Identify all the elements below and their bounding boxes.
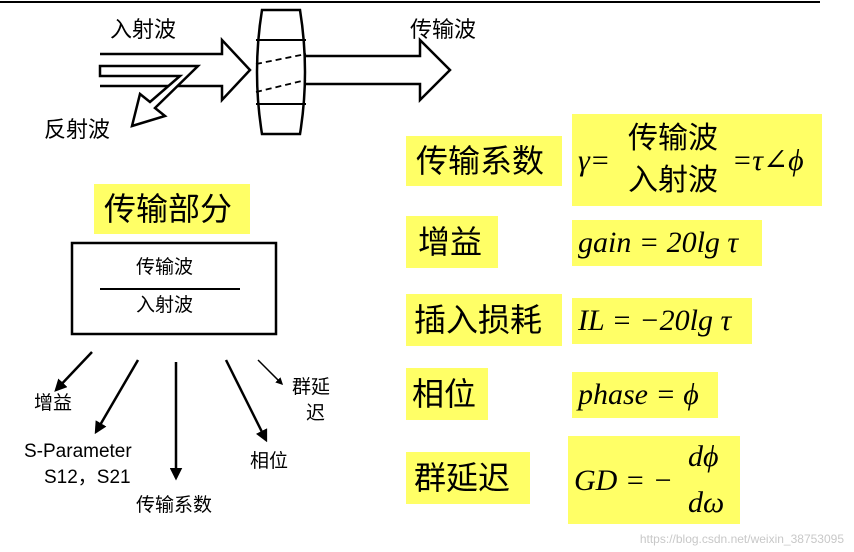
group-delay-label: 群延迟 [414, 459, 511, 497]
reflected-wave-arrow [98, 64, 202, 128]
transfer-box-denominator: 入射波 [136, 294, 194, 316]
gamma-numerator: 传输波 [628, 121, 718, 156]
transfer-title-highlight [94, 184, 250, 234]
insertion-loss-formula-highlight [572, 298, 752, 344]
transmission-coeff-formula-highlight [572, 114, 822, 206]
transmission-coeff-label: 传输系数 [416, 142, 545, 180]
insertion-loss-formula: IL = −20lg τ [578, 304, 732, 337]
transmitted-wave-arrow [300, 36, 452, 104]
arrow-to-sparam [94, 359, 140, 435]
phase-label: 相位 [412, 375, 477, 413]
group-delay-lhs: GD = − [574, 464, 673, 497]
phase-formula-highlight [572, 372, 718, 418]
gain-formula-highlight [572, 220, 762, 266]
insertion-loss-label: 插入损耗 [414, 301, 543, 339]
watermark: https://blog.csdn.net/weixin_38753095 [639, 532, 844, 546]
gain-label: 增益 [418, 223, 483, 261]
phase-label-highlight [406, 368, 488, 420]
output-sparam-line2: S12，S21 [44, 467, 131, 488]
output-group-delay-line2: 迟 [306, 402, 326, 424]
gain-label-highlight [406, 216, 498, 268]
arrow-to-gain [54, 351, 93, 392]
gamma-denominator: 入射波 [628, 163, 718, 198]
gain-formula: gain = 20lg τ [578, 226, 739, 259]
group-delay-label-highlight [406, 452, 530, 504]
output-transmission-coeff-label: 传输系数 [136, 494, 213, 516]
transmission-coeff-label-highlight [406, 136, 562, 186]
gamma-symbol: γ= [578, 144, 611, 177]
incident-wave-label: 入射波 [110, 18, 177, 43]
transmitted-wave-label: 传输波 [410, 18, 477, 43]
transfer-box-numerator: 传输波 [136, 256, 194, 278]
output-phase-label: 相位 [250, 450, 289, 472]
output-group-delay-line1: 群延 [292, 376, 331, 398]
group-delay-formula-highlight [568, 436, 740, 524]
group-delay-numerator: dϕ [688, 440, 719, 473]
arrow-to-group-delay [257, 359, 284, 386]
device-lens [255, 8, 307, 136]
transfer-title: 传输部分 [104, 190, 233, 228]
arrow-to-phase [224, 359, 268, 443]
phase-formula: phase = ϕ [578, 378, 699, 411]
gamma-rhs: =τ∠ϕ [732, 144, 804, 177]
reflected-wave-label: 反射波 [44, 118, 111, 143]
group-delay-denominator: dω [688, 486, 725, 519]
output-gain-label: 增益 [34, 392, 73, 414]
insertion-loss-label-highlight [406, 294, 562, 346]
output-sparam-line1: S-Parameter [24, 441, 132, 462]
